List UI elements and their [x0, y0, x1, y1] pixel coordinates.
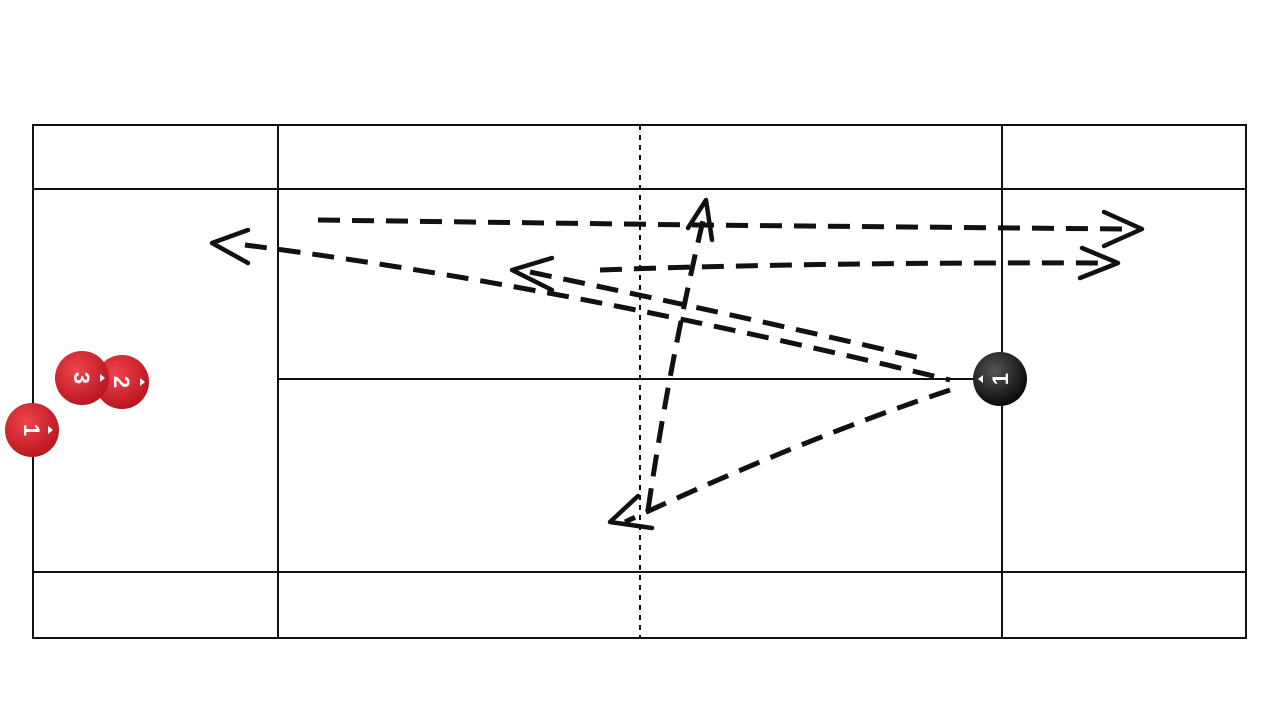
player-token: [973, 352, 1027, 406]
shot-path: [599, 260, 1111, 273]
player-token: [95, 355, 149, 409]
player-black-1[interactable]: 1: [973, 352, 1027, 406]
arrow-head-right: [1077, 245, 1121, 281]
direction-marker: [48, 426, 53, 434]
player-red-2[interactable]: 2: [95, 355, 149, 409]
player-label: 2: [109, 376, 134, 388]
arrow-head-up: [685, 197, 715, 243]
player-label: 1: [19, 424, 44, 436]
shot-path: [645, 211, 708, 511]
players: 2 3 1 1: [5, 351, 1027, 457]
direction-marker: [100, 374, 105, 382]
player-red-3[interactable]: 3: [55, 351, 109, 405]
direction-marker: [140, 378, 145, 386]
player-token: [5, 403, 59, 457]
player-label: 3: [69, 372, 94, 384]
direction-marker: [978, 375, 983, 383]
player-red-1[interactable]: 1: [5, 403, 59, 457]
court: [32, 124, 1247, 639]
arrow-head-right: [1101, 209, 1145, 249]
arrow-head-left: [509, 255, 555, 293]
player-label: 1: [988, 373, 1013, 385]
arrow-head-down-left: [607, 493, 655, 531]
arrow-heads: [209, 197, 1145, 531]
shot-path: [529, 269, 921, 361]
shot-paths: [244, 211, 1123, 525]
court-boundary: [32, 124, 1247, 639]
arrow-head-left: [209, 227, 251, 266]
player-token: [55, 351, 109, 405]
shot-path: [623, 387, 951, 525]
